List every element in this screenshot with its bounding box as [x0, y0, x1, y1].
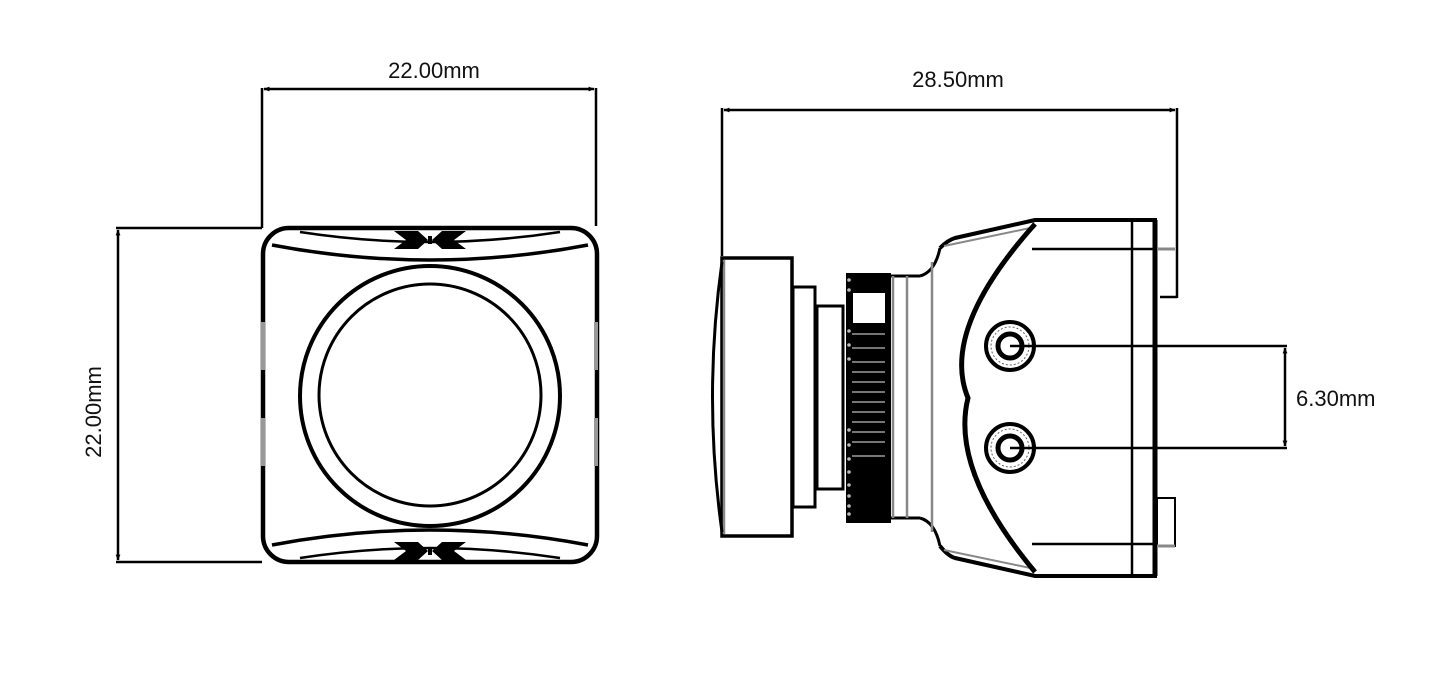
lens-barrel-step-2 — [815, 304, 845, 491]
front-height-label: 22.00mm — [81, 366, 106, 458]
lens-barrel-step-1 — [791, 285, 817, 509]
front-height-dimension: 22.00mm — [81, 226, 262, 564]
hole-spacing-label: 6.30mm — [1296, 386, 1375, 411]
logo-top-icon — [394, 231, 466, 249]
bottom-bracket-arc — [271, 528, 589, 547]
front-view: 22.00mm 22.00mm — [81, 58, 600, 565]
side-length-dimension: 28.50mm — [720, 67, 1179, 299]
hole-spacing-dimension: 6.30mm — [1010, 344, 1375, 450]
side-view: 28.50mm — [711, 67, 1375, 578]
focus-ring — [846, 273, 891, 523]
lens-cap — [711, 256, 794, 538]
lens-neck — [891, 247, 942, 547]
logo-bottom-icon — [394, 542, 466, 560]
front-width-label: 22.00mm — [388, 58, 480, 83]
top-bracket-arc — [271, 243, 589, 262]
grip-right-bottom — [594, 418, 598, 466]
camera-housing-front — [260, 225, 600, 565]
side-length-label: 28.50mm — [912, 67, 1004, 92]
lens-inner-ring — [317, 282, 543, 508]
camera-body-side — [938, 218, 1176, 578]
grip-left-bottom — [261, 418, 265, 466]
grip-right-top — [594, 322, 598, 370]
grip-left-top — [261, 322, 265, 370]
front-width-dimension: 22.00mm — [260, 58, 598, 228]
lens-outer-ring — [298, 264, 562, 528]
